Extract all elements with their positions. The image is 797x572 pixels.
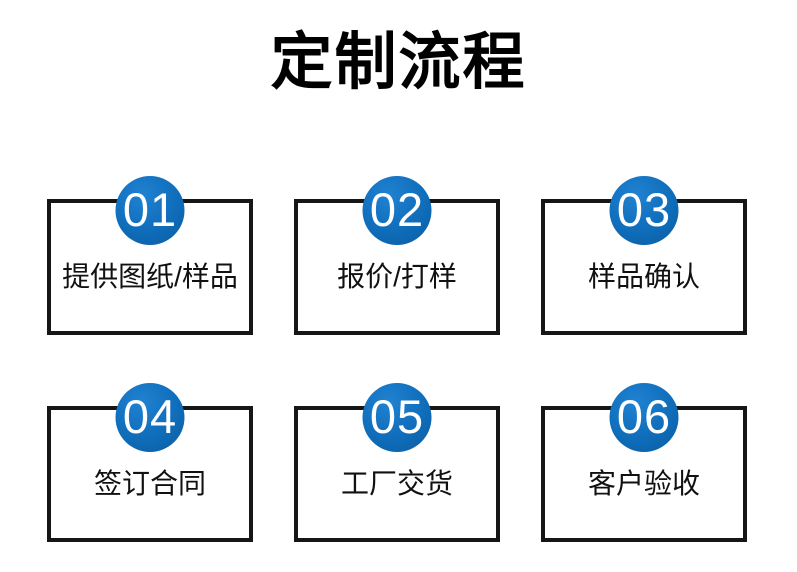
step-number: 02: [369, 183, 425, 236]
step-card-03: 03 样品确认: [541, 176, 747, 335]
step-label: 提供图纸/样品: [62, 261, 238, 292]
steps-grid: 01 提供图纸/样品 02 报价/打样 03 样品确认 04 签订合同 05 工…: [47, 176, 747, 542]
step-label: 签订合同: [93, 468, 206, 499]
step-number: 04: [122, 390, 178, 443]
step-label: 工厂交货: [340, 468, 453, 499]
step-number-badge: 03: [609, 176, 679, 245]
step-label: 报价/打样: [337, 261, 457, 292]
step-number-badge: 01: [115, 176, 185, 245]
page-title: 定制流程: [270, 28, 527, 97]
step-number: 03: [616, 183, 672, 236]
step-number-badge: 02: [362, 176, 432, 245]
step-card-05: 05 工厂交货: [294, 383, 500, 542]
step-card-04: 04 签订合同: [47, 383, 253, 542]
step-number: 01: [122, 183, 178, 236]
step-label: 样品确认: [587, 261, 700, 292]
step-number: 06: [616, 390, 672, 443]
step-number-badge: 04: [115, 383, 185, 452]
step-card-01: 01 提供图纸/样品: [47, 176, 253, 335]
step-label: 客户验收: [587, 468, 700, 499]
step-number: 05: [369, 390, 425, 443]
step-card-06: 06 客户验收: [541, 383, 747, 542]
step-number-badge: 05: [362, 383, 432, 452]
step-card-02: 02 报价/打样: [294, 176, 500, 335]
step-number-badge: 06: [609, 383, 679, 452]
